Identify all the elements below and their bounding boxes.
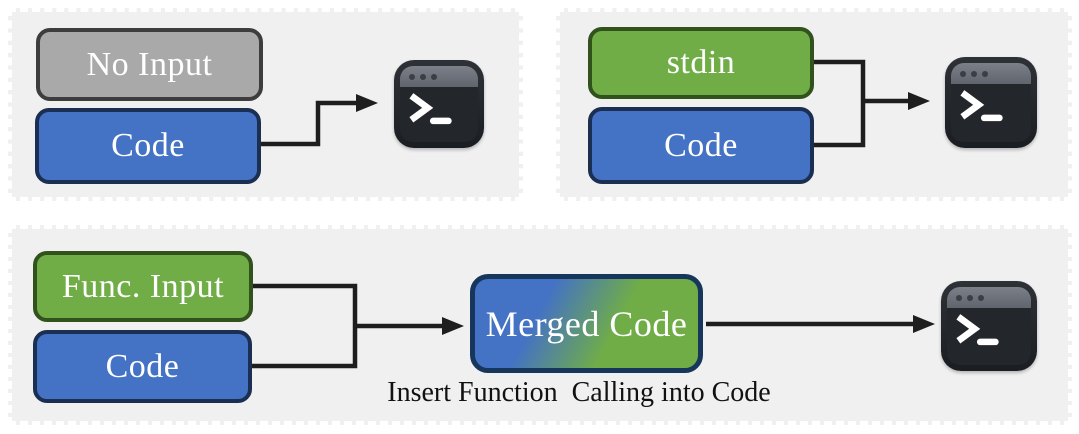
terminal-prompt-icon [409, 93, 452, 125]
terminal-icon [394, 60, 484, 148]
code-label-2: Code [664, 126, 738, 164]
terminal-window [400, 66, 478, 142]
terminal-titlebar [400, 66, 478, 87]
titlebar-dot-icon [967, 294, 973, 301]
titlebar-dot-icon [409, 73, 415, 80]
terminal-screen [947, 308, 1031, 365]
titlebar-dot-icon [431, 73, 437, 80]
merged-code-label: Merged Code [485, 303, 688, 344]
merged-code-box: Merged Code [470, 274, 703, 373]
terminal-icon [941, 281, 1037, 371]
terminal-prompt-icon [956, 314, 999, 346]
terminal-window [951, 63, 1031, 142]
stdin-label: stdin [666, 44, 736, 81]
terminal-screen [400, 87, 478, 142]
titlebar-dot-icon [420, 73, 426, 80]
code-label-1: Code [111, 127, 185, 164]
terminal-titlebar [951, 63, 1031, 84]
caption: Insert Function Calling into Code [387, 377, 771, 408]
terminal-titlebar [947, 287, 1031, 308]
stdin-box: stdin [588, 27, 814, 99]
terminal-prompt-icon [960, 90, 1003, 122]
titlebar-dot-icon [971, 70, 977, 77]
no-input-label: No Input [86, 45, 213, 83]
func-input-label: Func. Input [61, 267, 225, 305]
code-box-3: Code [33, 330, 252, 403]
terminal-window [947, 287, 1031, 365]
func-input-box: Func. Input [33, 251, 253, 322]
terminal-icon [945, 57, 1037, 148]
titlebar-dot-icon [956, 294, 962, 301]
code-box-2: Code [588, 107, 814, 184]
code-label-3: Code [105, 347, 180, 385]
titlebar-dot-icon [982, 70, 988, 77]
code-box-1: Code [35, 108, 261, 184]
titlebar-dot-icon [960, 70, 966, 77]
no-input-box: No Input [36, 28, 263, 101]
terminal-screen [951, 84, 1031, 142]
titlebar-dot-icon [978, 294, 984, 301]
